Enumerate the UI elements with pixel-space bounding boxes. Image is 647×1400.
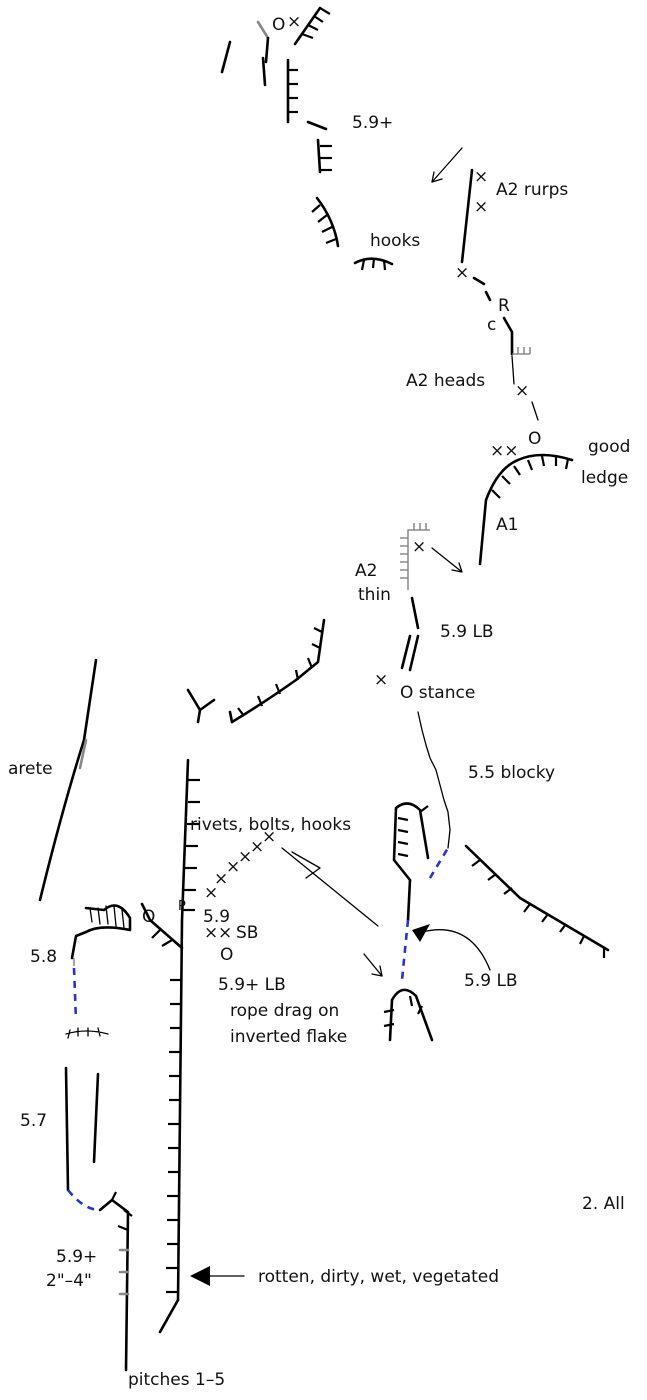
a2-rurps-label: A2 rurps <box>496 180 568 200</box>
grade-5-9-left: 5.9 <box>203 907 230 927</box>
bolt-mark: × <box>214 869 228 889</box>
rotten-label: rotten, dirty, wet, vegetated <box>258 1267 499 1287</box>
bolt-mark: × <box>250 837 264 857</box>
arete-label: arete <box>8 759 53 779</box>
bolt-mark: × <box>287 12 301 32</box>
middle-features: 5.5 blocky arete rivets, bolts, hooks × … <box>8 618 610 1302</box>
sb-label: SB <box>236 923 258 943</box>
bolt-mark: × <box>474 197 488 217</box>
grade-5-7-label: 5.7 <box>20 1111 47 1131</box>
thin-label: thin <box>358 585 391 605</box>
rivet-label-c: c <box>487 315 496 335</box>
bolt-mark: × <box>515 381 529 401</box>
a2-heads-label: A2 heads <box>406 371 485 391</box>
all-note-label: 2. All <box>582 1194 625 1214</box>
bolt-mark: × <box>262 827 276 847</box>
bolt-mark: × <box>204 923 218 943</box>
grade-5-9-lb-mid: 5.9 LB <box>440 622 494 642</box>
bolt-mark: × <box>226 857 240 877</box>
a2-label: A2 <box>355 561 377 581</box>
bolt-mark: × <box>204 883 218 903</box>
good-label: good <box>588 437 630 457</box>
a1-label: A1 <box>496 515 518 535</box>
grade-5-5-blocky: 5.5 blocky <box>468 763 555 783</box>
lower-left-features: 5.8 5.7 5.9+ 2"–4" <box>20 904 625 1390</box>
main-corner-ticks <box>166 978 182 1294</box>
bolt-mark: × <box>412 537 426 557</box>
p-label: P <box>178 899 186 914</box>
corner-ticks-top <box>301 7 331 40</box>
hooks-label: hooks <box>370 231 420 251</box>
grade-5-9-plus-lb: 5.9+ LB <box>218 975 286 995</box>
bolt-mark: × <box>474 167 488 187</box>
rope-drag-line-2: inverted flake <box>230 1027 347 1047</box>
grade-5-9-plus-top: 5.9+ <box>352 113 393 133</box>
pitches-label: pitches 1–5 <box>128 1370 225 1390</box>
ledge-label: ledge <box>581 468 628 488</box>
belay-sb-label: O <box>220 945 233 965</box>
stance-label: O stance <box>400 683 475 703</box>
bolt-mark: × <box>238 847 252 867</box>
top-belay-label: O <box>272 15 285 35</box>
grade-5-8-label: 5.8 <box>30 947 57 967</box>
crack-size-label: 2"–4" <box>46 1271 92 1291</box>
rope-drag-line-1: rope drag on <box>230 1001 339 1021</box>
bolt-mark: × <box>455 263 469 283</box>
bolt-mark: × <box>218 923 232 943</box>
top-features: O × 5.9+ <box>220 6 630 703</box>
bolt-mark: ×× <box>490 441 519 461</box>
grade-5-9-plus-bottom: 5.9+ <box>56 1247 97 1267</box>
rivet-label-r: R <box>498 296 510 316</box>
grade-5-9-lb-right: 5.9 LB <box>464 971 518 991</box>
belay-good-ledge-label: O <box>528 429 541 449</box>
bolt-mark: × <box>374 670 388 690</box>
rivets-bolts-hooks-label: rivets, bolts, hooks <box>190 815 351 835</box>
